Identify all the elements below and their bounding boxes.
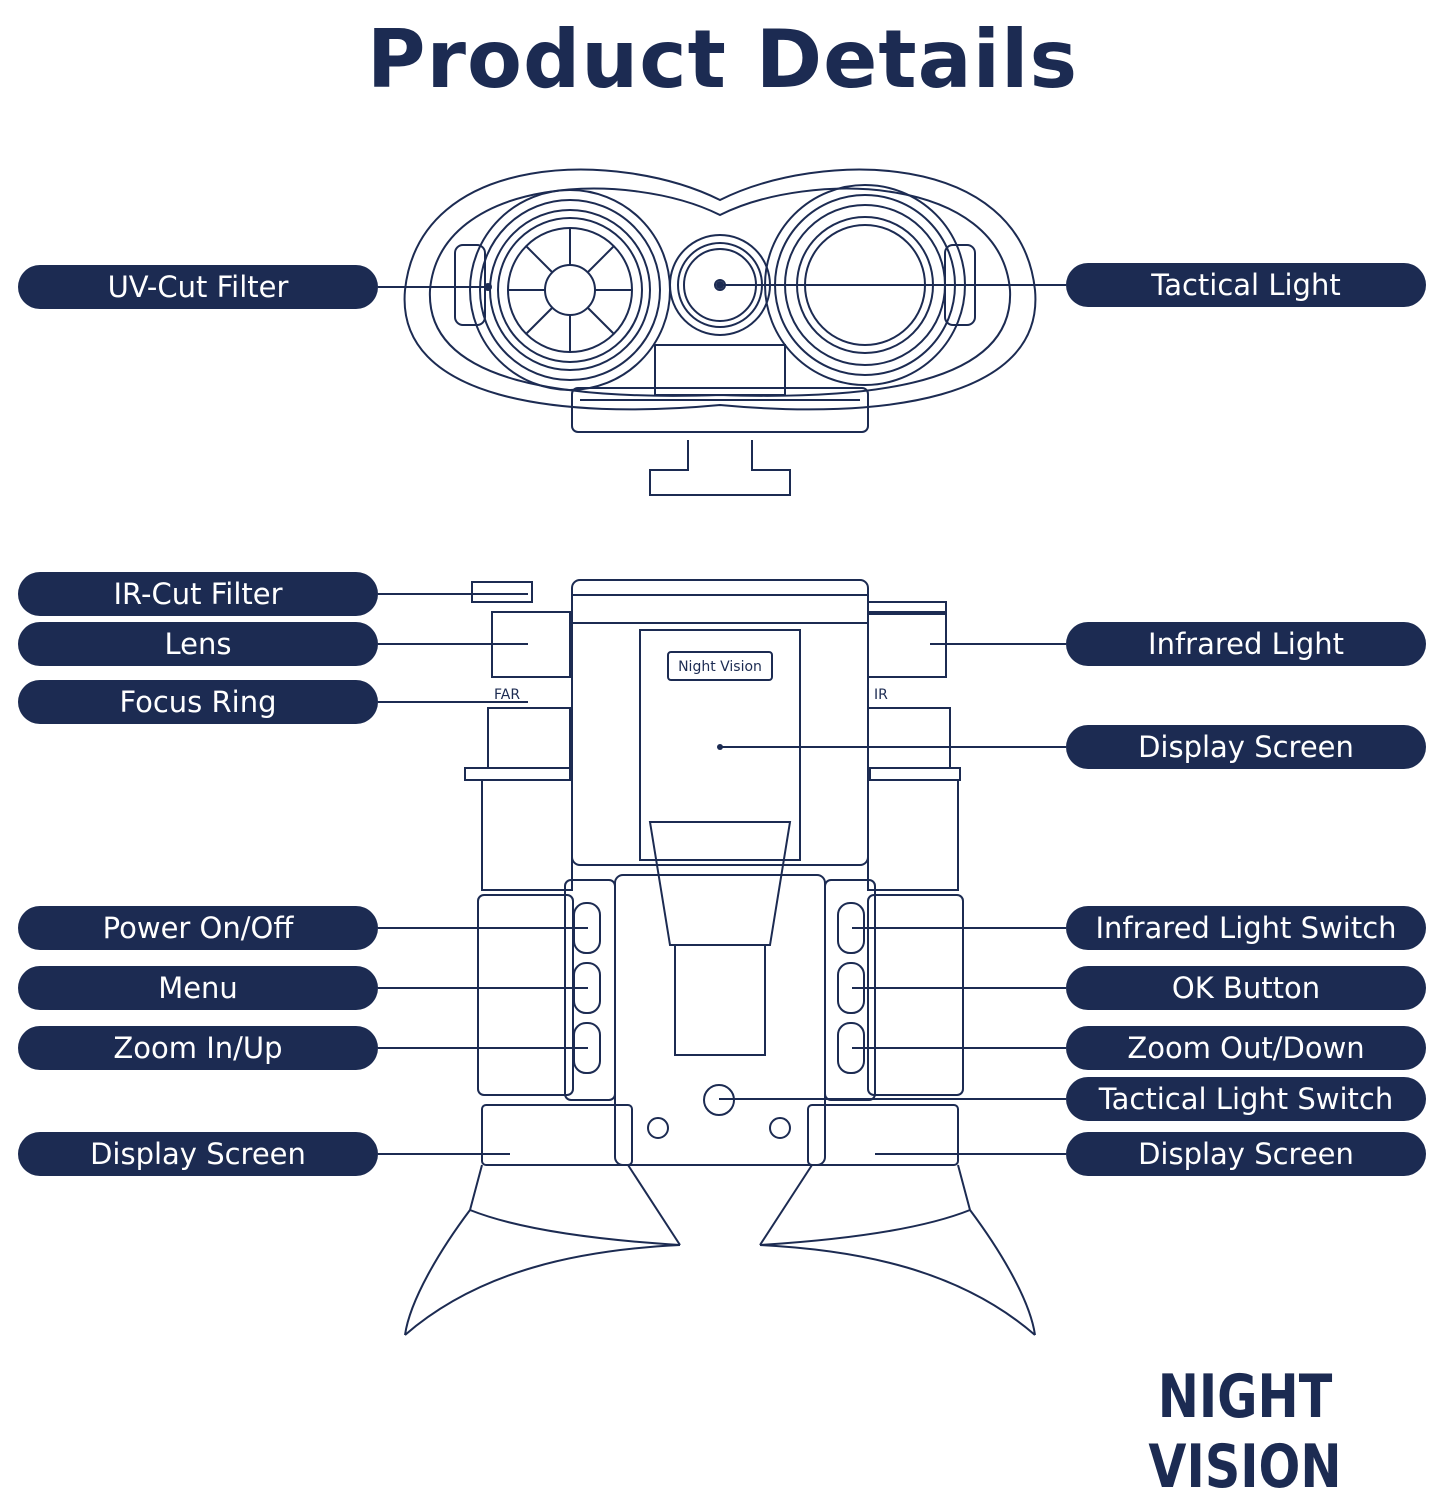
callout-ir-cut-filter: IR-Cut Filter [18, 572, 378, 616]
leader-lines [378, 284, 1066, 1155]
callout-zoom-out-down: Zoom Out/Down [1066, 1026, 1426, 1070]
callout-uv-cut-filter: UV-Cut Filter [18, 265, 378, 309]
callout-power-on-off: Power On/Off [18, 906, 378, 950]
callout-display-screen-left: Display Screen [18, 1132, 378, 1176]
callout-menu: Menu [18, 966, 378, 1010]
front-view-drawing [404, 579, 1036, 1336]
page-title: Product Details [366, 13, 1079, 106]
callout-ok-button: OK Button [1066, 966, 1426, 1010]
callout-focus-ring: Focus Ring [18, 680, 378, 724]
ir-mark: IR [874, 687, 888, 703]
binoculars-diagram: Night Vision FAR IR [378, 168, 1066, 1336]
callout-zoom-in-up: Zoom In/Up [18, 1026, 378, 1070]
top-view-drawing [403, 168, 1037, 496]
callout-infrared-light-switch: Infrared Light Switch [1066, 906, 1426, 950]
callout-tactical-light: Tactical Light [1066, 263, 1426, 307]
callout-display-screen-right: Display Screen [1066, 1132, 1426, 1176]
callout-display-screen-top: Display Screen [1066, 725, 1426, 769]
callout-lens: Lens [18, 622, 378, 666]
far-mark: FAR [494, 687, 520, 703]
device-badge-text: Night Vision [678, 659, 762, 675]
callout-infrared-light: Infrared Light [1066, 622, 1426, 666]
brand-wordmark: NIGHT VISION [1148, 1362, 1342, 1502]
callout-tactical-light-switch: Tactical Light Switch [1066, 1077, 1426, 1121]
